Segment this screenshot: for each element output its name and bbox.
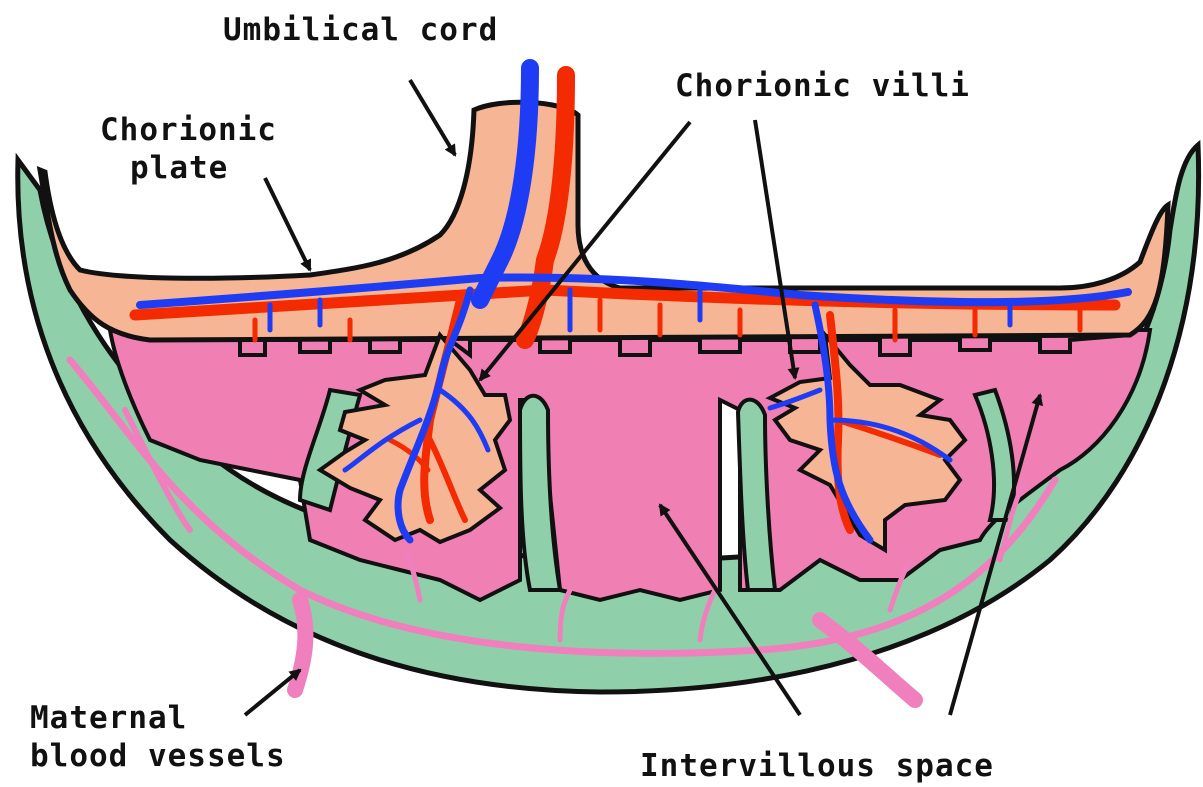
arrow-chorionic-plate xyxy=(265,178,310,270)
chorionic-plate-label-line2: plate xyxy=(130,150,228,186)
chorionic-villi-label: Chorionic villi xyxy=(675,68,970,104)
intervillous-space-label: Intervillous space xyxy=(640,748,994,784)
umbilical-cord-label: Umbilical cord xyxy=(223,12,498,48)
chorionic-plate-label-line1: Chorionic xyxy=(100,112,277,148)
maternal-vessels-label-line2: blood vessels xyxy=(30,738,286,774)
maternal-vessels-label-line1: Maternal xyxy=(30,700,187,736)
arrow-umbilical-cord xyxy=(410,80,455,155)
